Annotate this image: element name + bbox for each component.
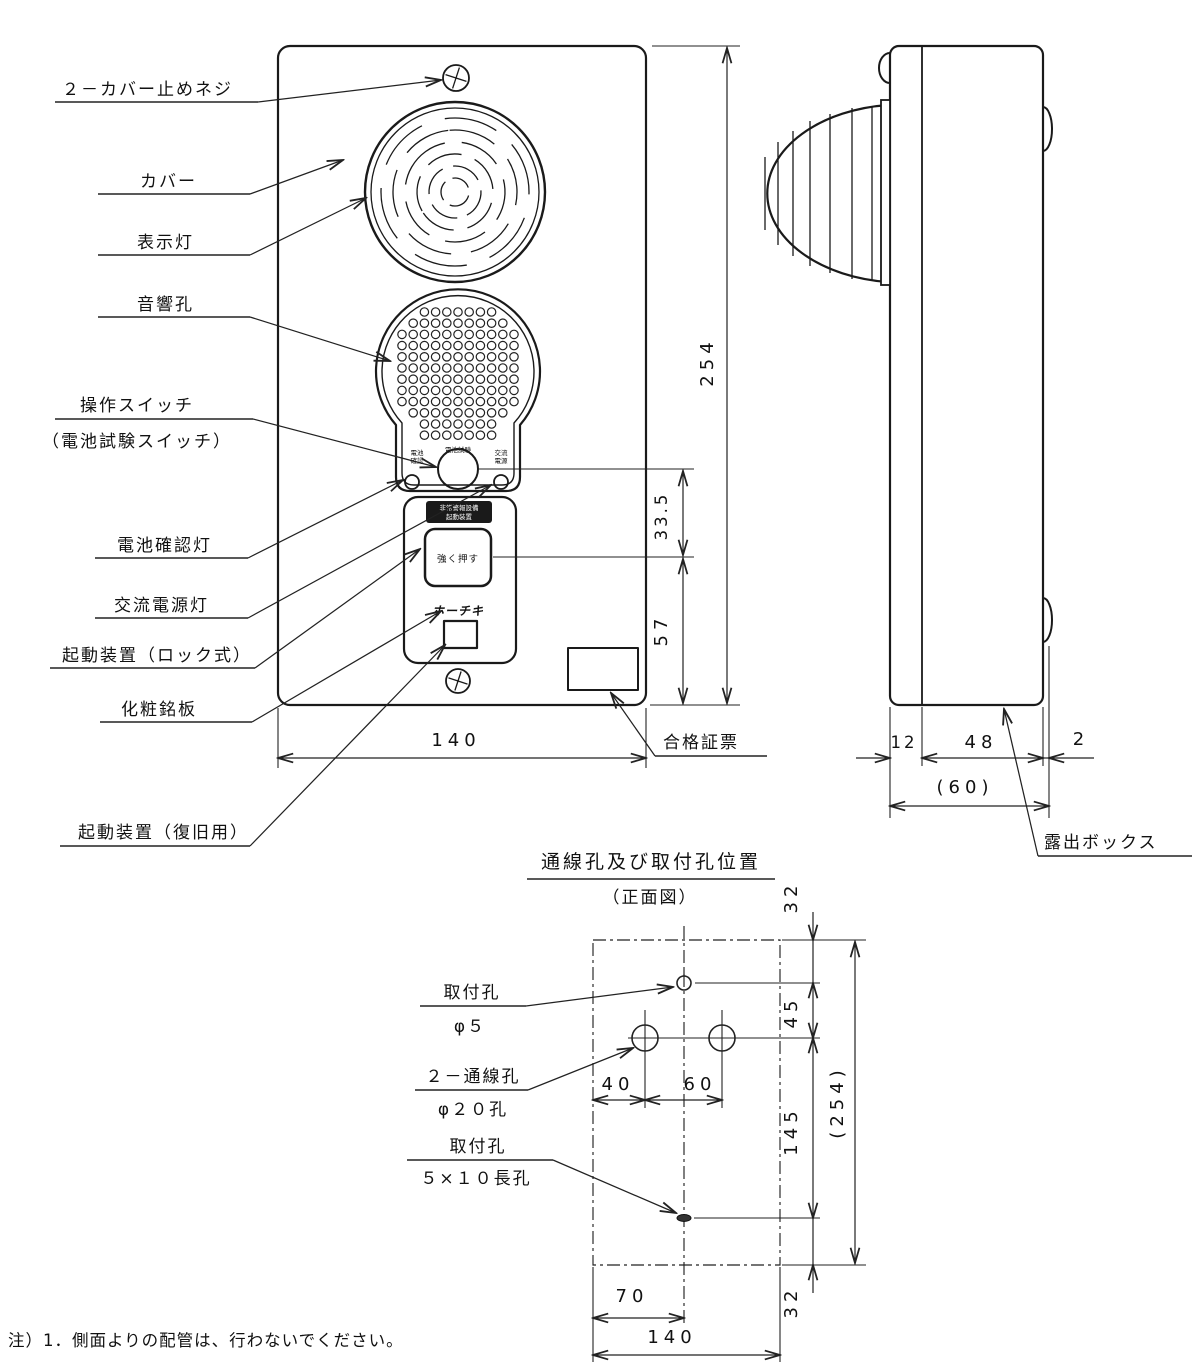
- label-starter-lock: 起動装置（ロック式）: [62, 646, 252, 666]
- mount-outline-chain: [592, 939, 781, 1266]
- certification-label-rect: [567, 647, 639, 691]
- ac-power-led: [493, 474, 509, 490]
- dim-33-5: 33.5: [652, 492, 671, 541]
- drill-callouts: 通線孔及び取付孔位置 （正面図） 取付孔 φ５ ２－通線孔 φ２０孔 取付孔 ５…: [407, 851, 775, 1213]
- dim-side-48: 48: [965, 732, 998, 753]
- side-bump-right-bottom: [1042, 597, 1053, 643]
- drilling-diagram: [592, 926, 820, 1326]
- dim-drill-60: 60: [684, 1074, 717, 1095]
- front-view: 電池 確認 電池試験 交流 電源 非常警報設備 起動装置 強く押す ホーチキ: [276, 44, 648, 707]
- dim-side-60: (60): [937, 777, 994, 798]
- warning-plate-line2: 起動装置: [446, 512, 473, 521]
- dim-drill-bot32: 32: [781, 1286, 802, 1319]
- indicator-lamp: [363, 100, 547, 284]
- label-mount-hole-size: φ５: [454, 1017, 486, 1037]
- drill-subtitle: （正面図）: [603, 888, 698, 908]
- side-dome-lamp: [764, 99, 891, 286]
- side-bump-right-top: [1042, 106, 1053, 152]
- mount-slot-5x10: [676, 1214, 692, 1222]
- dim-drill-top32: 32: [781, 881, 802, 914]
- dim-front-width: 140: [431, 730, 480, 751]
- label-ac-lamp: 交流電源灯: [114, 596, 209, 616]
- warning-plate-line1: 非常警報設備: [440, 503, 480, 512]
- label-op-switch-2: （電池試験スイッチ）: [42, 432, 232, 452]
- side-view: [764, 44, 1053, 707]
- warning-plate: [426, 501, 492, 523]
- dim-drill-45: 45: [781, 996, 802, 1029]
- battery-test-button[interactable]: [437, 448, 479, 490]
- wire-hole-left-phi20: [631, 1024, 659, 1052]
- dim-drill-40: 40: [602, 1074, 635, 1095]
- label-wire-hole: ２－通線孔: [426, 1067, 521, 1087]
- label-cover: カバー: [140, 172, 197, 192]
- led-left-label-1: 電池: [411, 448, 425, 457]
- reset-device-window[interactable]: [442, 619, 479, 650]
- label-mount-hole: 取付孔: [444, 983, 501, 1003]
- dim-side-2: 2: [1073, 729, 1089, 750]
- footnote: 注）1．側面よりの配管は、行わないでください。: [8, 1331, 404, 1350]
- label-battery-lamp: 電池確認灯: [117, 536, 212, 556]
- label-op-switch-1: 操作スイッチ: [80, 396, 194, 416]
- led-right-label-2: 電源: [495, 456, 509, 465]
- push-button-label: 強く押す: [437, 553, 479, 565]
- drill-title: 通線孔及び取付孔位置: [541, 851, 761, 873]
- side-body-outline: [888, 44, 1045, 707]
- wire-hole-right-phi20: [708, 1024, 736, 1052]
- label-slot-hole: 取付孔: [450, 1137, 507, 1157]
- led-right-label-1: 交流: [495, 448, 509, 457]
- side-dimensions: 12 48 2 (60): [856, 646, 1094, 818]
- brand-logo: ホーチキ: [432, 604, 484, 618]
- side-callouts: 露出ボックス: [1004, 709, 1192, 857]
- label-cert: 合格証票: [663, 733, 739, 753]
- side-screw-bump-top: [878, 52, 891, 84]
- lower-panel: 非常警報設備 起動装置 強く押す ホーチキ: [402, 495, 518, 665]
- label-nameplate: 化粧銘板: [121, 700, 197, 720]
- dim-side-12: 12: [891, 733, 918, 752]
- dome-mount-plate: [880, 99, 891, 286]
- dim-drill-total254: (254): [827, 1065, 848, 1138]
- sound-holes-grid: [397, 307, 519, 440]
- label-pilot-lamp: 表示灯: [137, 233, 194, 253]
- dim-drill-70: 70: [616, 1286, 649, 1307]
- label-starter-reset: 起動装置（復旧用）: [78, 823, 249, 843]
- label-sound-hole: 音響孔: [137, 295, 194, 315]
- label-exposed-box: 露出ボックス: [1044, 833, 1158, 853]
- dim-drill-140: 140: [647, 1327, 696, 1348]
- dim-57: 57: [651, 614, 672, 647]
- label-slot-hole-size: ５×１０長孔: [420, 1169, 531, 1189]
- front-callouts: ２－カバー止めネジ カバー 表示灯 音響孔 操作スイッチ （電池試験スイッチ） …: [42, 80, 767, 847]
- front-dimensions: 140 254 33.5 57: [278, 45, 740, 768]
- push-activation-button[interactable]: [423, 527, 493, 588]
- label-wire-hole-size: φ２０孔: [438, 1100, 508, 1120]
- led-left-label-2: 確認: [411, 456, 425, 465]
- label-cover-screw: ２－カバー止めネジ: [62, 80, 233, 100]
- dim-front-height: 254: [697, 337, 718, 386]
- speaker-bell: 電池 確認 電池試験 交流 電源: [374, 288, 542, 493]
- drill-dimensions: 40 60 32 45 145 32 (254) 70 140: [593, 881, 866, 1362]
- dim-drill-145: 145: [781, 1106, 802, 1155]
- mount-hole-phi5: [676, 975, 692, 991]
- cover-screw-bottom-icon: [445, 668, 471, 694]
